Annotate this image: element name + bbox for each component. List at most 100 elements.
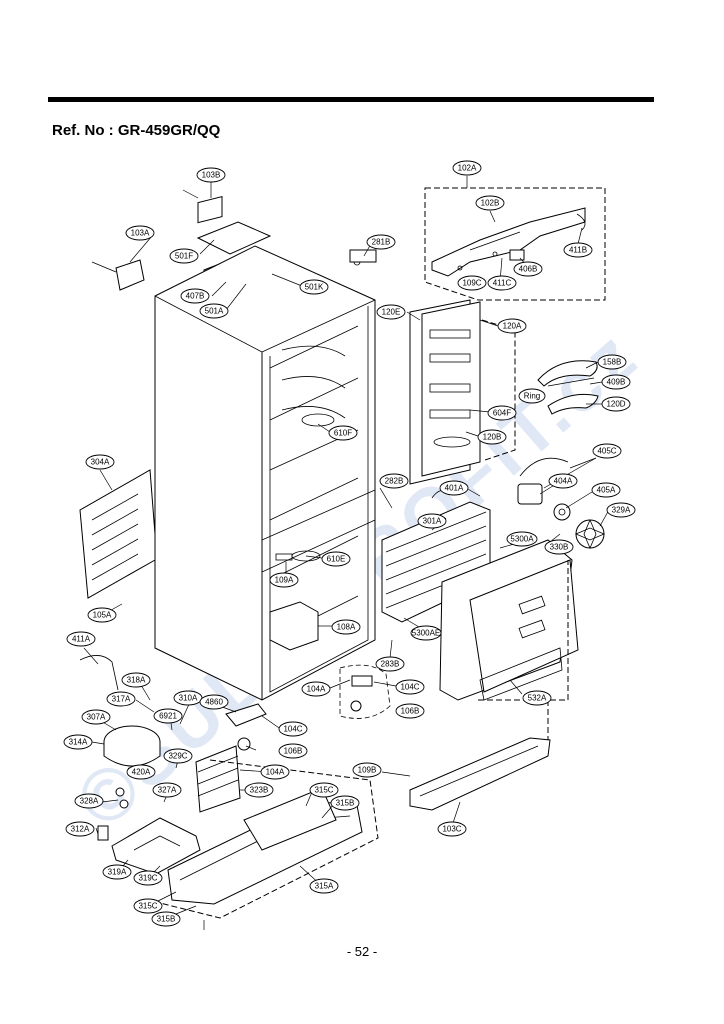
callout-406B: 406B — [513, 261, 543, 277]
svg-text:120D: 120D — [606, 400, 625, 409]
callout-315B-upper: 315B — [330, 795, 360, 811]
svg-text:281B: 281B — [372, 238, 391, 247]
callout-108A: 108A — [331, 619, 361, 635]
drain-heater — [339, 664, 391, 719]
callout-4860: 4860 — [199, 694, 229, 710]
callout-105A: 105A — [87, 607, 117, 623]
callout-409B: 409B — [601, 374, 631, 390]
callout-102B: 102B — [475, 195, 505, 211]
callout-329C: 329C — [163, 748, 193, 764]
callout-532A: 532A — [522, 690, 552, 706]
svg-text:330B: 330B — [550, 543, 569, 552]
svg-text:409B: 409B — [607, 378, 626, 387]
svg-text:323B: 323B — [250, 786, 269, 795]
callout-120D: 120D — [601, 396, 631, 412]
back-panel — [79, 469, 156, 599]
svg-text:315C: 315C — [314, 786, 333, 795]
svg-text:319A: 319A — [108, 868, 127, 877]
control-panel — [409, 299, 516, 485]
svg-text:103B: 103B — [202, 171, 221, 180]
header-rule — [48, 97, 654, 102]
svg-text:310A: 310A — [179, 694, 198, 703]
callout-420A: 420A — [126, 764, 156, 780]
svg-text:405C: 405C — [597, 447, 616, 456]
leader-lines — [83, 176, 611, 930]
callout-328A: 328A — [74, 793, 104, 809]
callout-5300A: 5300A — [506, 531, 538, 547]
callout-106B-upper: 106B — [395, 703, 425, 719]
svg-text:315B: 315B — [157, 915, 176, 924]
callout-103A: 103A — [125, 225, 155, 241]
svg-text:604F: 604F — [493, 409, 511, 418]
callout-501F: 501F — [169, 248, 199, 264]
callout-319C: 319C — [133, 870, 163, 886]
svg-text:102B: 102B — [481, 199, 500, 208]
machine-compartment — [79, 655, 379, 919]
callout-301A: 301A — [417, 513, 447, 529]
callout-317A: 317A — [106, 691, 136, 707]
callout-120A: 120A — [497, 318, 527, 334]
svg-text:104C: 104C — [400, 683, 419, 692]
callout-312A: 312A — [65, 821, 95, 837]
svg-text:501K: 501K — [305, 283, 324, 292]
svg-text:610E: 610E — [327, 555, 346, 564]
callout-104C-upper: 104C — [395, 679, 425, 695]
svg-text:283B: 283B — [381, 660, 400, 669]
crisper-cover — [409, 700, 551, 811]
svg-text:104A: 104A — [307, 685, 326, 694]
svg-text:329C: 329C — [168, 752, 187, 761]
callout-102A: 102A — [452, 160, 482, 176]
svg-text:105A: 105A — [93, 611, 112, 620]
callout-120B: 120B — [477, 429, 507, 445]
callout-318A: 318A — [121, 672, 151, 688]
callout-103B: 103B — [196, 167, 226, 183]
svg-text:120B: 120B — [483, 433, 502, 442]
page-number: - 52 - — [346, 944, 378, 959]
svg-text:319C: 319C — [138, 874, 157, 883]
svg-text:109B: 109B — [358, 766, 377, 775]
callout-407B: 407B — [180, 288, 210, 304]
callout-109A: 109A — [269, 572, 299, 588]
svg-text:102A: 102A — [458, 164, 477, 173]
callout-610F: 610F — [328, 425, 358, 441]
svg-text:109C: 109C — [462, 279, 481, 288]
callout-604F: 604F — [487, 405, 517, 421]
callout-314A: 314A — [63, 734, 93, 750]
svg-text:318A: 318A — [127, 676, 146, 685]
svg-text:312A: 312A — [71, 825, 90, 834]
svg-text:Ring: Ring — [524, 392, 540, 401]
callout-411B: 411B — [563, 242, 593, 258]
callout-310A: 310A — [173, 690, 203, 706]
svg-text:411B: 411B — [569, 246, 587, 255]
callout-501K: 501K — [299, 279, 329, 295]
svg-text:120A: 120A — [503, 322, 522, 331]
svg-text:501F: 501F — [175, 252, 193, 261]
svg-text:328A: 328A — [80, 797, 99, 806]
callout-319A: 319A — [102, 864, 132, 880]
callout-106B-lower: 106B — [278, 743, 308, 759]
svg-text:501A: 501A — [205, 307, 224, 316]
callout-405A: 405A — [591, 482, 621, 498]
callout-610E: 610E — [321, 551, 351, 567]
svg-text:411C: 411C — [493, 279, 512, 288]
svg-text:407B: 407B — [186, 292, 205, 301]
callout-411C: 411C — [487, 275, 517, 291]
callouts: 102A 102B 411B 406B 411C 109C 103B 103A … — [63, 160, 636, 927]
callout-104A-lower: 104A — [260, 764, 290, 780]
callout-282B: 282B — [379, 473, 409, 489]
callout-404A: 404A — [548, 473, 578, 489]
svg-text:610F: 610F — [334, 429, 352, 438]
svg-text:301A: 301A — [423, 517, 442, 526]
cabinet — [154, 245, 377, 701]
svg-text:103C: 103C — [442, 825, 461, 834]
callout-283B: 283B — [375, 656, 405, 672]
callout-329A: 329A — [606, 502, 636, 518]
callout-315C-upper: 315C — [309, 782, 339, 798]
callout-281B: 281B — [366, 234, 396, 250]
svg-text:103A: 103A — [131, 229, 150, 238]
svg-text:304A: 304A — [91, 458, 110, 467]
callout-158B: 158B — [597, 354, 627, 370]
callout-315B-lower: 315B — [151, 911, 181, 927]
svg-text:406B: 406B — [519, 265, 538, 274]
